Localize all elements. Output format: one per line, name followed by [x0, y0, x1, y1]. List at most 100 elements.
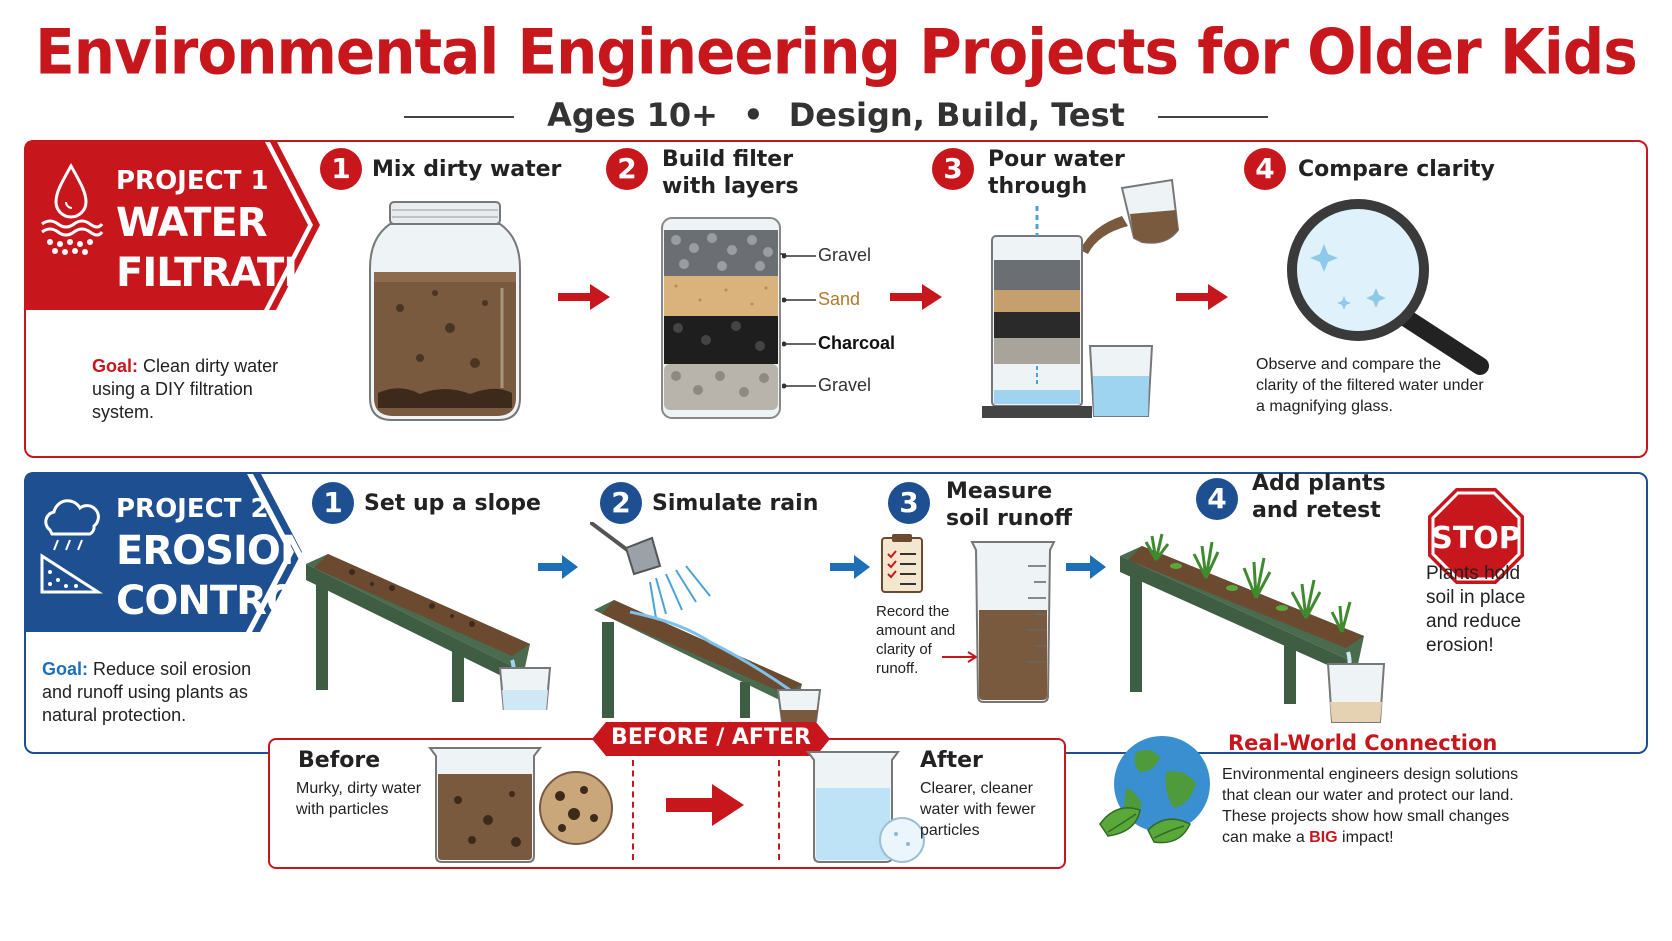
murky-water-beaker-icon: [428, 747, 613, 863]
magnifying-glass-icon: [1287, 199, 1489, 375]
stop-sign-text: STOP: [1431, 521, 1521, 556]
real-world-text: Environmental engineers design solutions…: [1222, 764, 1532, 848]
before-after-tab-text: BEFORE / AFTER: [611, 725, 811, 750]
project2-banner: PROJECT 2 EROSION CONTROL: [24, 472, 324, 672]
p1-step-1-number: 1: [320, 148, 362, 190]
project1-banner: PROJECT 1 WATER FILTRATION: [24, 140, 364, 340]
measuring-cylinder-icon: [970, 541, 1056, 703]
before-after-divider-left: [632, 760, 634, 860]
p2-step-3-number: 3: [888, 482, 930, 524]
p1-step-4-title: Compare clarity: [1298, 157, 1495, 182]
p1-step-4: 4 Compare clarity Observe and compare th…: [1244, 148, 1544, 448]
project1-name-line2: FILTRATION: [116, 250, 364, 296]
layer-label-gravel-bottom: Gravel: [818, 375, 872, 395]
p1-step-3-title: Pour water through: [988, 147, 1125, 199]
page-subtitle: Ages 10+ • Design, Build, Test: [0, 96, 1672, 134]
layer-label-sand: Sand: [818, 289, 861, 309]
filter-layers-icon: [661, 217, 786, 419]
project2-name-line1: EROSION: [116, 528, 313, 574]
arrow-right-icon: [830, 555, 870, 579]
project2-name-line2: CONTROL: [116, 578, 324, 624]
subtitle-rule-left: [403, 116, 514, 118]
p2-step-2-title: Simulate rain: [652, 491, 819, 516]
before-after-divider-right: [778, 760, 780, 860]
before-text: Murky, dirty water with particles: [296, 780, 422, 818]
stop-note: Plants hold soil in place and reduce ero…: [1426, 563, 1526, 656]
p1-arrow-2: [890, 282, 942, 317]
p1-arrow-1: [558, 282, 610, 317]
p2-step-3-title: Measure soil runoff: [946, 479, 1073, 531]
p2-step-2: 2 Simulate rain: [590, 482, 870, 742]
p1-step-4-note: Observe and compare the clarity of the f…: [1256, 356, 1484, 415]
arrow-right-icon: [538, 555, 578, 579]
p2-step-3-note: Record the amount and clarity of runoff.: [876, 603, 956, 677]
planted-slope-tray-icon: [1120, 533, 1386, 723]
p2-step-2-number: 2: [600, 482, 642, 524]
real-world-text-main: Environmental engineers design solutions…: [1222, 766, 1519, 846]
real-world-text-big: BIG: [1309, 829, 1338, 846]
arrow-right-icon: [666, 784, 744, 826]
p2-step-1-title: Set up a slope: [364, 491, 541, 516]
after-title: After: [920, 748, 983, 773]
clipboard-icon: [881, 534, 923, 593]
layer-pointer-lines: [782, 253, 816, 389]
project1-goal-label: Goal:: [92, 356, 139, 376]
p2-arrow-1: [538, 554, 578, 585]
p2-arrow-2: [830, 554, 870, 585]
project1-name-line1: WATER: [116, 200, 268, 246]
arrow-right-icon: [558, 284, 610, 310]
layer-label-gravel-top: Gravel: [818, 245, 872, 265]
soil-slope-tray-icon: [306, 554, 552, 710]
after-text: Clearer, cleaner water with fewer partic…: [920, 780, 1036, 839]
arrow-right-icon: [1066, 555, 1106, 579]
p1-step-2-number: 2: [606, 148, 648, 190]
p2-step-4-title: Add plants and retest: [1252, 471, 1386, 523]
project1-label: PROJECT 1: [116, 166, 269, 196]
dirty-water-jar-icon: [369, 201, 521, 421]
subtitle-tagline: Design, Build, Test: [788, 96, 1125, 134]
p2-arrow-3: [1066, 554, 1106, 585]
project2-goal: Goal: Reduce soil erosion and runoff usi…: [42, 658, 282, 727]
project2-goal-label: Goal:: [42, 659, 89, 679]
real-world-title: Real-World Connection: [1228, 731, 1498, 755]
p2-step-4-number: 4: [1196, 478, 1238, 520]
project1-banner-shape: [24, 140, 320, 310]
p2-step-1-number: 1: [312, 482, 354, 524]
p1-step-2-title: Build filter with layers: [662, 147, 799, 199]
project1-panel: PROJECT 1 WATER FILTRATION Goal: Clean d…: [24, 140, 1648, 458]
real-world-text-end: impact!: [1337, 829, 1394, 846]
p1-arrow-3: [1176, 282, 1228, 317]
subtitle-separator: •: [743, 96, 764, 134]
project1-goal-text: Clean dirty water using a DIY filtration…: [92, 356, 279, 422]
subtitle-rule-right: [1158, 116, 1269, 118]
earth-globe-icon: [1099, 736, 1210, 844]
p1-step-2: 2 Build filter with layers Gravel Sand C…: [606, 147, 906, 448]
project1-goal: Goal: Clean dirty water using a DIY filt…: [92, 355, 292, 424]
p2-step-1: 1 Set up a slope: [306, 482, 572, 742]
p1-step-1: 1 Mix dirty water: [320, 148, 561, 448]
clear-water-beaker-icon: [806, 751, 925, 863]
subtitle-ages: Ages 10+: [547, 96, 718, 134]
rain-cloud-icon: [40, 499, 104, 594]
p1-step-3-number: 3: [932, 148, 974, 190]
project2-banner-text: PROJECT 2 EROSION CONTROL: [116, 492, 324, 626]
before-after-tab-shape: [592, 722, 830, 756]
page-title: Environmental Engineering Projects for O…: [35, 15, 1638, 89]
before-after-panel: BEFORE / AFTER Before Murky, dirty water…: [268, 722, 1066, 869]
pointer-arrow-icon: [942, 651, 978, 663]
watering-can-rain-icon: [590, 522, 822, 722]
project1-banner-text: PROJECT 1 WATER FILTRATION: [116, 164, 364, 298]
p1-step-3: 3 Pour water through: [932, 147, 1212, 448]
project2-goal-text: Reduce soil erosion and runoff using pla…: [42, 659, 252, 725]
arrow-right-icon: [890, 284, 942, 310]
water-drop-icon: [41, 162, 104, 255]
p2-step-4: 4 Add plants and retest: [1120, 470, 1476, 740]
p2-step-3: 3 Measure soil runoff Record the amount …: [876, 479, 1098, 742]
before-title: Before: [298, 748, 381, 773]
p1-step-1-title: Mix dirty water: [372, 157, 562, 182]
project2-panel: PROJECT 2 EROSION CONTROL Goal: Reduce s…: [24, 470, 1648, 754]
project2-label: PROJECT 2: [116, 494, 269, 524]
stop-sign-icon: STOP: [1428, 488, 1524, 584]
layer-label-charcoal: Charcoal: [818, 333, 896, 353]
arrow-right-icon: [1176, 284, 1228, 310]
